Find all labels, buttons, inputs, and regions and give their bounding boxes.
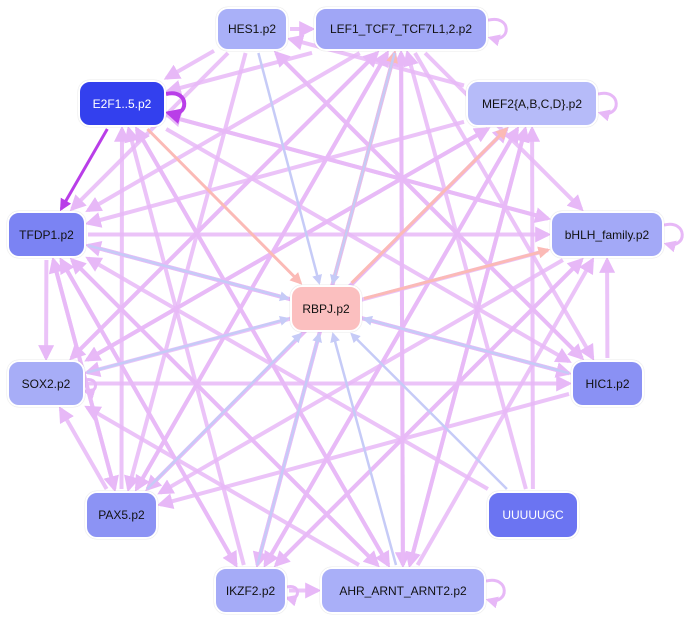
edge-ikzf2-to-tfdp1	[59, 257, 238, 566]
edge-e2f1-to-rbpj	[146, 127, 303, 285]
self-loop-bhlh	[663, 222, 684, 253]
edge-ahr-to-sox2	[84, 405, 361, 567]
edge-hes1-to-rbpj	[257, 52, 322, 285]
node-lef1-tcf7[interactable]: LEF1_TCF7_TCF7L1,2.p2	[314, 7, 488, 51]
edge-sox2-to-rbpj	[86, 315, 290, 374]
edge-bhlh-to-e2f1	[164, 111, 549, 221]
self-loop-sox2	[82, 378, 97, 400]
edge-pax5-to-sox2	[58, 406, 109, 490]
edge-pax5-to-lef1	[134, 50, 389, 490]
edge-sox2-to-mef2	[86, 127, 491, 362]
node-tfdp1[interactable]: TFDP1.p2	[7, 211, 86, 258]
node-hes1[interactable]: HES1.p2	[216, 7, 288, 51]
edge-rbpj-to-bhlh	[363, 246, 551, 300]
self-loop-e2f1	[164, 91, 187, 124]
edge-rbpj-to-mef2	[350, 127, 509, 285]
edge-lef1-to-e2f1	[164, 50, 313, 96]
self-loop-ahr	[485, 578, 506, 609]
edge-ahr-to-lef1	[393, 49, 410, 566]
self-loop-lef1	[487, 17, 508, 47]
edge-ahr-to-rbpj	[330, 332, 398, 566]
edge-hic1-to-rbpj	[362, 315, 570, 375]
edge-e2f1-to-tfdp1	[59, 128, 109, 212]
self-loop-ikzf2	[284, 585, 299, 607]
edge-bhlh-to-pax5	[157, 258, 564, 495]
node-uuuuugc[interactable]: UUUUUGC	[487, 491, 579, 539]
edge-tfdp1-to-rbpj	[87, 244, 290, 302]
edge-pax5-to-rbpj	[146, 332, 303, 490]
self-loop-mef2	[597, 91, 618, 122]
edge-lef1-to-rbpj	[330, 52, 396, 285]
edge-uuuuugc-to-mef2	[524, 125, 541, 490]
node-e2f1[interactable]: E2F1..5.p2	[78, 80, 166, 127]
edge-ahr-to-tfdp1	[69, 257, 379, 567]
node-pax5[interactable]: PAX5.p2	[85, 491, 158, 539]
edge-ikzf2-to-rbpj	[256, 332, 322, 566]
node-ahr-arnt[interactable]: AHR_ARNT_ARNT2.p2	[320, 567, 486, 614]
node-sox2[interactable]: SOX2.p2	[7, 360, 85, 407]
node-mef2[interactable]: MEF2{A,B,C,D}.p2	[466, 80, 598, 127]
edge-uuuuugc-to-tfdp1	[85, 256, 489, 491]
node-ikzf2[interactable]: IKZF2.p2	[214, 567, 287, 614]
node-hic1[interactable]: HIC1.p2	[571, 360, 644, 407]
edge-ahr-to-e2f1	[134, 126, 391, 566]
node-rbpj[interactable]: RBPJ.p2	[290, 285, 362, 332]
edge-uuuuugc-to-rbpj	[350, 332, 508, 490]
edge-e2f1-to-hic1	[165, 127, 572, 364]
node-bhlh-family[interactable]: bHLH_family.p2	[550, 211, 664, 258]
edge-ikzf2-to-mef2	[263, 126, 520, 567]
edge-hes1-to-e2f1	[163, 49, 215, 80]
